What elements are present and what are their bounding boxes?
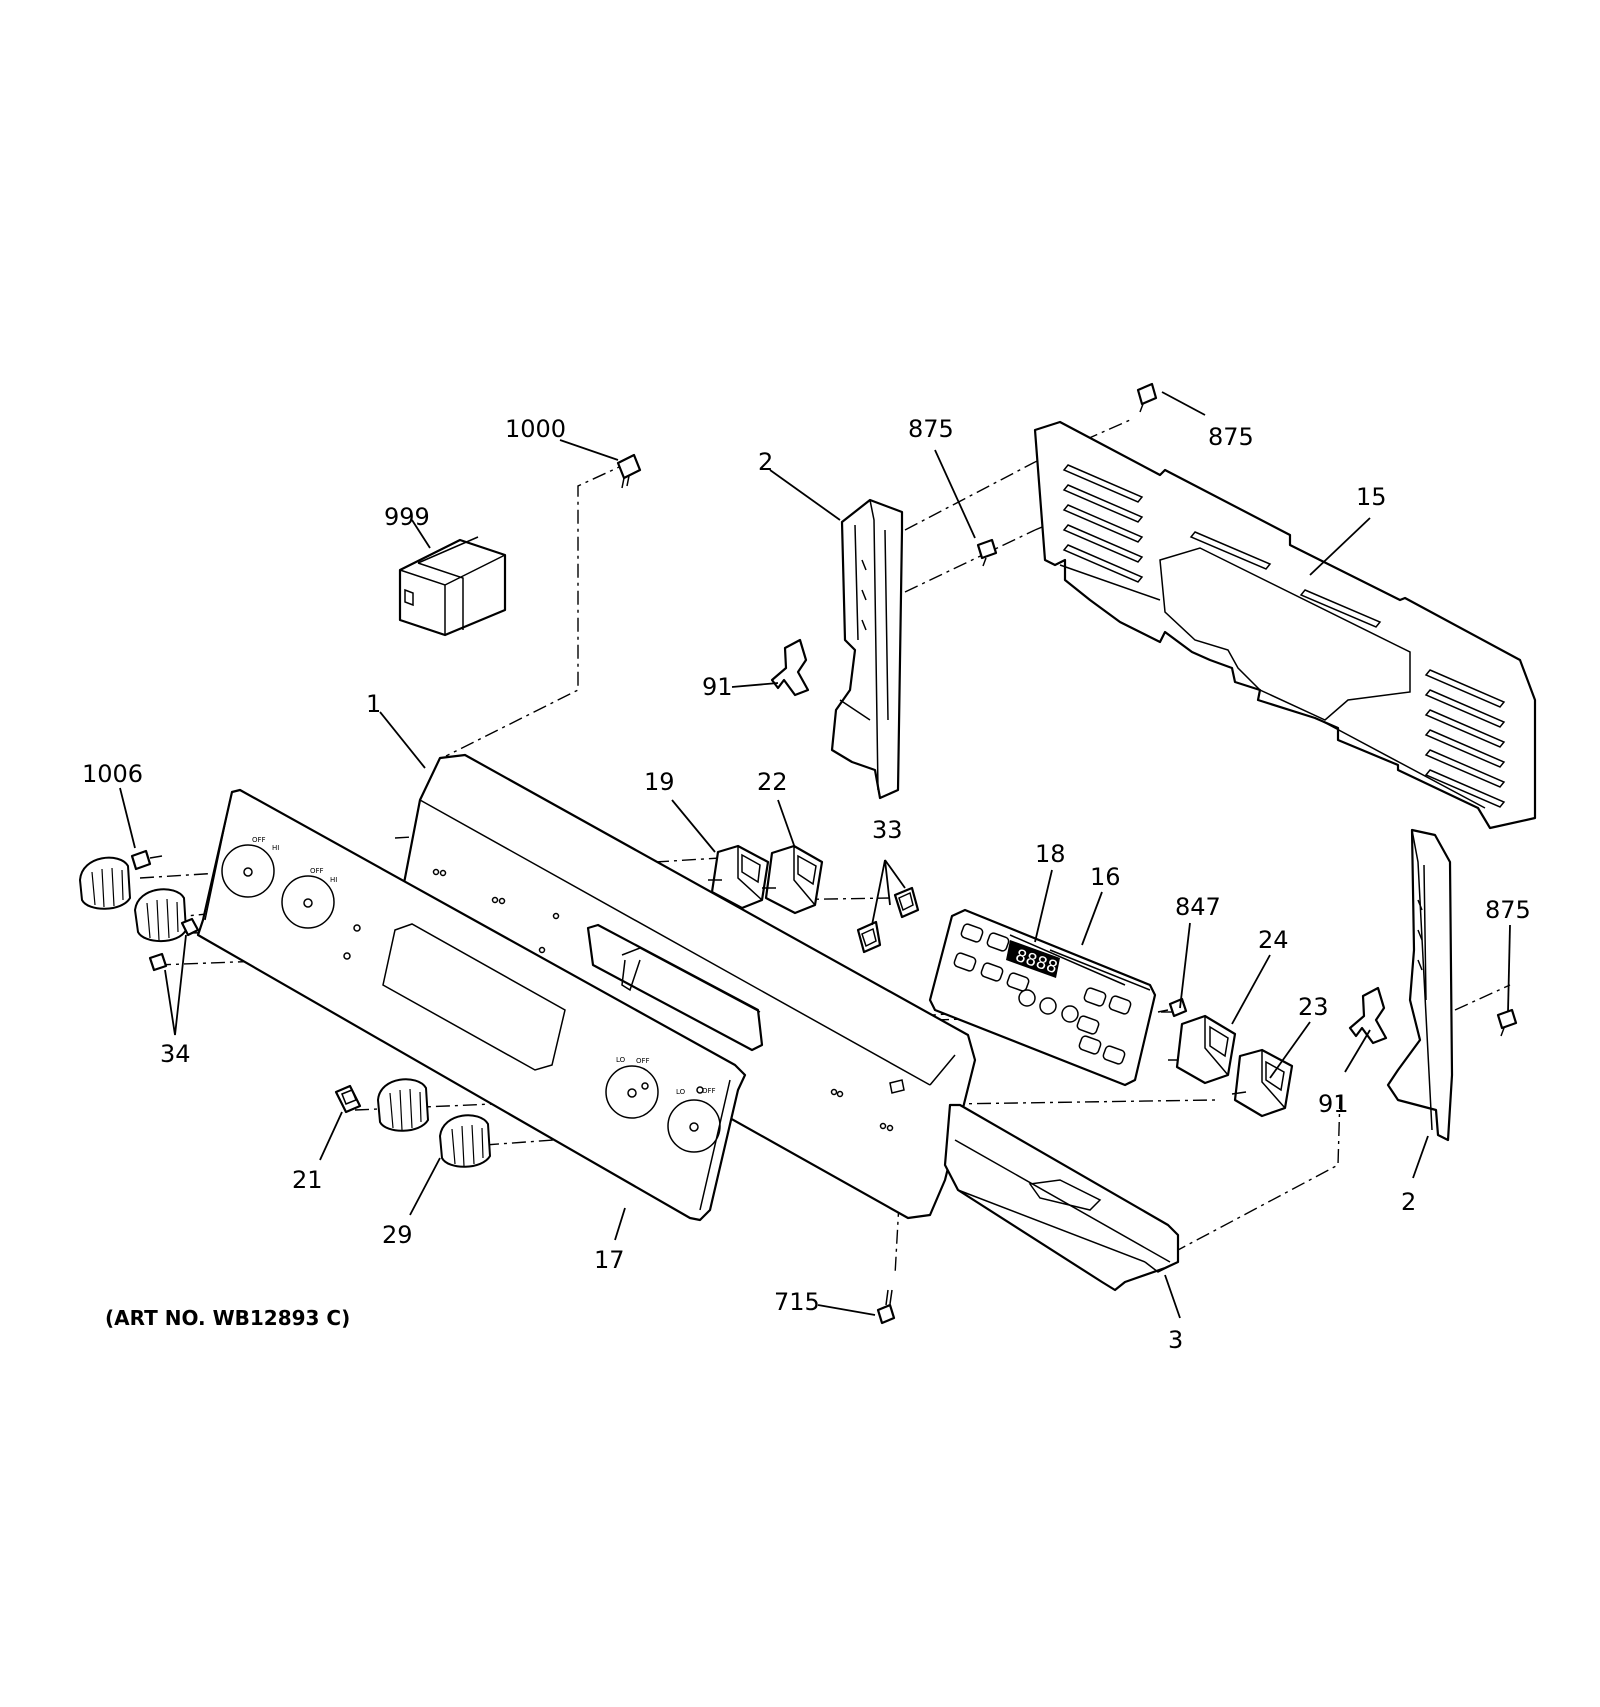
callout-715: 715 xyxy=(774,1288,820,1316)
callouts: 1000 999 2 875 875 15 91 1 1006 19 22 33… xyxy=(82,415,1531,1354)
knob-upper-left-2 xyxy=(133,888,188,943)
screw-875-b xyxy=(1136,382,1158,413)
control-board-16: 8888 xyxy=(928,908,1157,1087)
bottom-trim-3 xyxy=(943,1103,1180,1292)
off-label-2: OFF xyxy=(310,867,324,875)
off-label-3: OFF xyxy=(636,1057,650,1065)
callout-91-right: 91 xyxy=(1318,1090,1349,1118)
callout-19: 19 xyxy=(644,768,675,796)
knob-lower-1 xyxy=(376,1078,430,1132)
screw-875-c xyxy=(1496,1008,1518,1037)
knob-upper-left-1 xyxy=(78,856,132,910)
callout-34: 34 xyxy=(160,1040,191,1068)
screw-1006 xyxy=(130,849,163,871)
callout-91-left: 91 xyxy=(702,673,733,701)
off-label-1: OFF xyxy=(252,836,266,844)
callout-2-right: 2 xyxy=(1401,1188,1416,1216)
infinite-switch-24 xyxy=(1168,1014,1237,1085)
callout-22: 22 xyxy=(757,768,788,796)
clip-91-left xyxy=(770,638,810,697)
callout-1: 1 xyxy=(366,690,381,718)
part-999-box xyxy=(398,536,507,637)
screw-715 xyxy=(876,1289,896,1325)
callout-29: 29 xyxy=(382,1221,413,1249)
button-34-b xyxy=(148,952,168,972)
screw-875-a xyxy=(976,538,998,567)
callout-15: 15 xyxy=(1356,483,1387,511)
switch-33-b xyxy=(856,920,882,954)
callout-999: 999 xyxy=(384,503,430,531)
callout-875-b: 875 xyxy=(1208,423,1254,451)
lo-label-2: LO xyxy=(676,1088,686,1096)
knob-lower-2 xyxy=(438,1114,492,1168)
callout-21: 21 xyxy=(292,1166,323,1194)
rear-panel-15 xyxy=(1033,420,1537,830)
callout-1000: 1000 xyxy=(505,415,566,443)
side-bracket-left xyxy=(830,498,904,800)
callout-16: 16 xyxy=(1090,863,1121,891)
clip-91-right xyxy=(1348,986,1388,1045)
button-34-a xyxy=(180,917,200,937)
screw-847 xyxy=(1157,997,1188,1018)
callout-33: 33 xyxy=(872,816,903,844)
callout-24: 24 xyxy=(1258,926,1289,954)
callout-23: 23 xyxy=(1298,993,1329,1021)
callout-875-a: 875 xyxy=(908,415,954,443)
lo-label-1: LO xyxy=(616,1056,626,1064)
callout-3: 3 xyxy=(1168,1326,1183,1354)
hi-label-1: HI xyxy=(272,844,279,852)
switch-21 xyxy=(334,1084,362,1114)
callout-875-c: 875 xyxy=(1485,896,1531,924)
infinite-switch-22 xyxy=(762,844,824,915)
switch-33-a xyxy=(893,886,920,919)
screw-1000 xyxy=(616,453,642,489)
off-label-4: OFF xyxy=(702,1087,716,1095)
side-bracket-right xyxy=(1386,828,1454,1142)
callout-18: 18 xyxy=(1035,840,1066,868)
leader-lines xyxy=(119,391,1511,1319)
infinite-switch-19 xyxy=(708,844,770,910)
callout-847: 847 xyxy=(1175,893,1221,921)
faceplate-17: OFF OFF OFF OFF LO LO HI HI xyxy=(196,788,747,1222)
callout-1006: 1006 xyxy=(82,760,143,788)
art-number: (ART NO. WB12893 C) xyxy=(105,1306,350,1330)
callout-2-left: 2 xyxy=(758,448,773,476)
callout-17: 17 xyxy=(594,1246,625,1274)
hi-label-2: HI xyxy=(330,876,337,884)
